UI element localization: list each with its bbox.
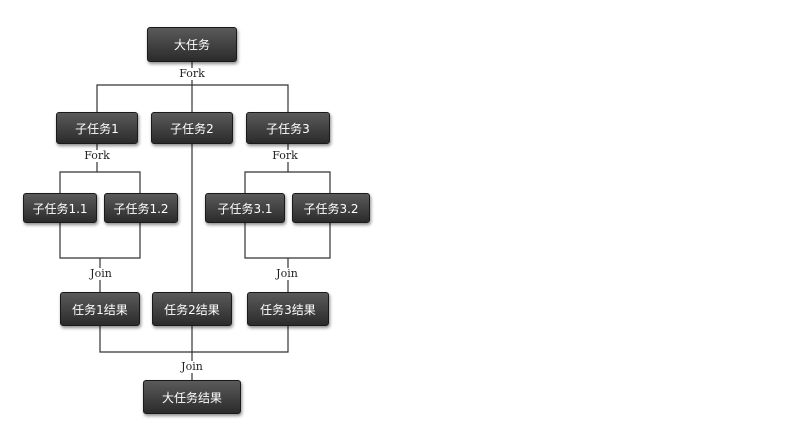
connector-line [59,171,141,193]
node-big-result: 大任务结果 [143,380,241,414]
node-subtask-1-1: 子任务1.1 [23,193,97,223]
node-subtask-1: 子任务1 [56,112,138,144]
connector-line [99,326,289,353]
fork-label-right: Fork [271,149,299,162]
node-subtask-3-2: 子任务3.2 [292,193,370,223]
connector-line [244,171,331,193]
node-subtask-1-2: 子任务1.2 [104,193,178,223]
node-subtask-2: 子任务2 [151,112,233,144]
join-label-left: Join [89,267,113,280]
node-big-task: 大任务 [147,27,237,62]
connector-line [244,223,331,259]
node-subtask-3: 子任务3 [246,112,330,144]
node-result-3: 任务3结果 [247,292,329,326]
node-subtask-3-1: 子任务3.1 [205,193,285,223]
fork-label-top: Fork [178,67,206,80]
join-label-bottom: Join [180,360,204,373]
node-result-1: 任务1结果 [60,292,140,326]
node-result-2: 任务2结果 [152,292,232,326]
connector-line [59,223,141,259]
join-label-right: Join [275,267,299,280]
fork-label-left: Fork [83,149,111,162]
